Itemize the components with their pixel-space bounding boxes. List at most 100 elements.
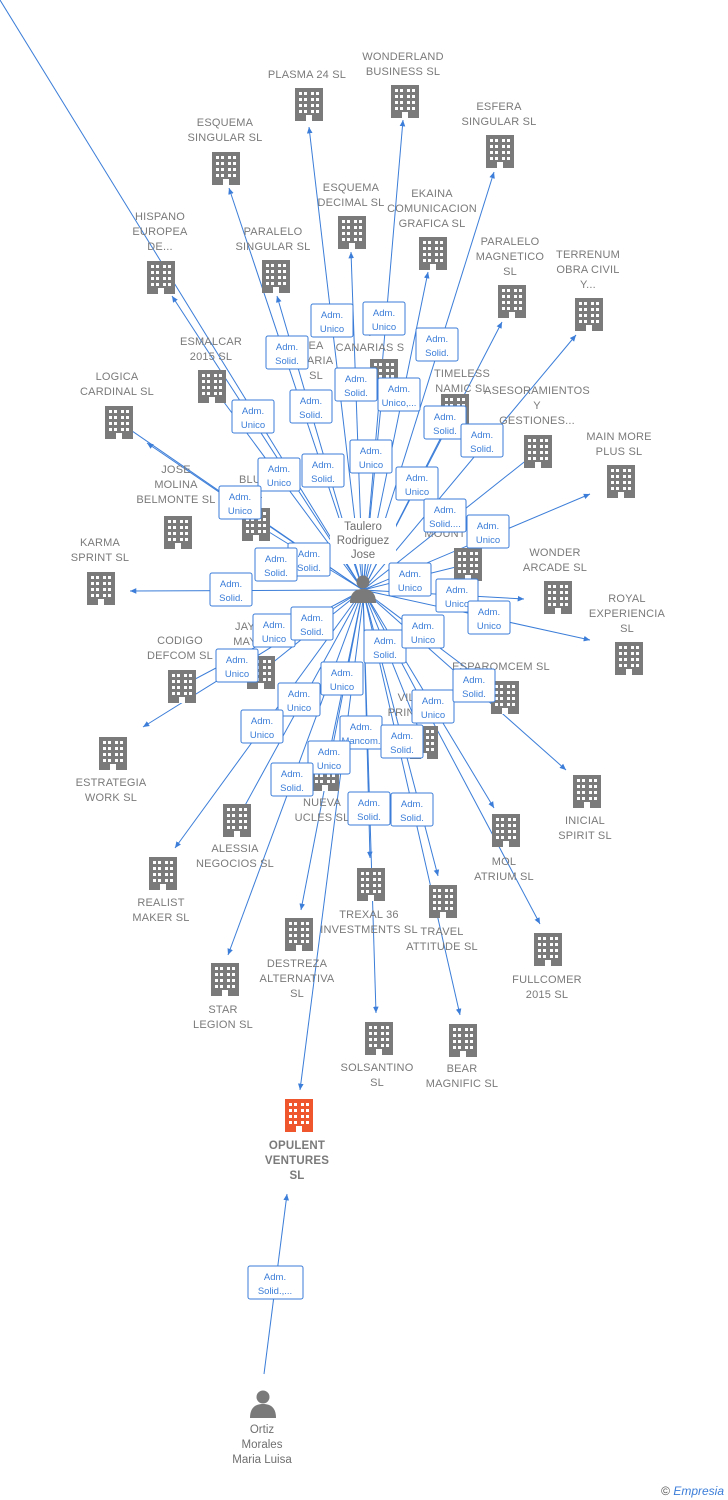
role-text: Solid. — [275, 356, 299, 367]
role-text: Unico — [477, 621, 501, 632]
copyright-icon: © — [661, 1484, 670, 1498]
building-icon — [534, 933, 562, 966]
company-node-asesoramientos[interactable]: ASESORAMIENTOSYGESTIONES... — [484, 385, 590, 468]
building-icon — [211, 963, 239, 996]
role-badge: Adm.Unico — [362, 301, 406, 336]
role-text: Adm. — [268, 464, 290, 475]
role-text: Unico — [225, 669, 249, 680]
role-badge: Adm.Unico — [467, 600, 511, 635]
building-icon — [391, 85, 419, 118]
roles-layer: Adm.UnicoAdm.UnicoAdm.Solid.Adm.Solid.Ad… — [209, 301, 511, 1300]
company-label: ESMALCAR — [180, 336, 242, 348]
company-label: EA — [308, 340, 324, 352]
role-text: Adm. — [391, 731, 413, 742]
company-label: SINGULAR SL — [188, 132, 263, 144]
role-text: Adm. — [264, 1272, 286, 1283]
role-text: Adm. — [434, 412, 456, 423]
role-badge: Adm.Unico,... — [377, 377, 421, 412]
role-text: Adm. — [373, 308, 395, 319]
role-text: Adm. — [350, 722, 372, 733]
building-icon — [429, 885, 457, 918]
company-node-esquema-singular[interactable]: ESQUEMA SINGULAR SL — [188, 117, 263, 185]
building-icon — [212, 152, 240, 185]
company-label: Y — [533, 400, 541, 412]
role-text: Unico — [405, 487, 429, 498]
company-label: SL — [290, 988, 304, 1000]
role-text: Solid. — [470, 444, 494, 455]
role-text: Unico — [250, 730, 274, 741]
company-label: DEFCOM SL — [147, 650, 213, 662]
role-badge: Adm.Solid. — [290, 606, 334, 641]
role-text: Solid. — [373, 650, 397, 661]
role-text: Adm. — [358, 798, 380, 809]
company-node-hispano[interactable]: HISPANOEUROPEADE... — [132, 211, 188, 294]
role-text: Solid. — [311, 474, 335, 485]
company-label: ARCADE SL — [523, 562, 587, 574]
role-text: Solid. — [425, 348, 449, 359]
company-label: BEAR — [447, 1063, 478, 1075]
center-person-backdrop — [330, 518, 396, 564]
company-label: ESQUEMA — [197, 117, 254, 129]
role-badge: Adm.Unico — [240, 709, 284, 744]
company-label: TERRENUM — [556, 249, 620, 261]
edge-terrenum — [362, 334, 577, 591]
role-text: Adm. — [288, 689, 310, 700]
focus-company-label: VENTURES — [265, 1155, 329, 1167]
role-text: Unico — [320, 324, 344, 335]
company-label: BLU — [239, 474, 261, 486]
company-node-codigo[interactable]: CODIGO DEFCOM SL — [147, 635, 213, 703]
role-text: Adm. — [318, 747, 340, 758]
role-text: Unico — [228, 506, 252, 517]
company-label: WONDERLAND — [362, 51, 443, 63]
role-badge: Adm.Unico — [310, 303, 354, 338]
building-icon — [99, 737, 127, 770]
role-text: Adm. — [301, 613, 323, 624]
company-label: SL — [370, 1077, 384, 1089]
company-label: JAY — [235, 621, 255, 633]
company-node-plasma[interactable]: PLASMA 24 SL — [268, 69, 346, 121]
company-label: CODIGO — [157, 635, 203, 647]
company-label: Y... — [580, 279, 596, 291]
role-text: Adm. — [463, 675, 485, 686]
company-label: SL — [503, 266, 517, 278]
building-icon — [147, 261, 175, 294]
company-label: ASESORAMIENTOS — [484, 385, 590, 397]
company-label: NUEVA — [303, 797, 342, 809]
role-text: Solid. — [299, 410, 323, 421]
credit: © Empresia — [661, 1484, 724, 1498]
role-badge: Adm.Solid. — [265, 335, 309, 370]
role-badge: Adm.Solid. — [452, 668, 496, 703]
